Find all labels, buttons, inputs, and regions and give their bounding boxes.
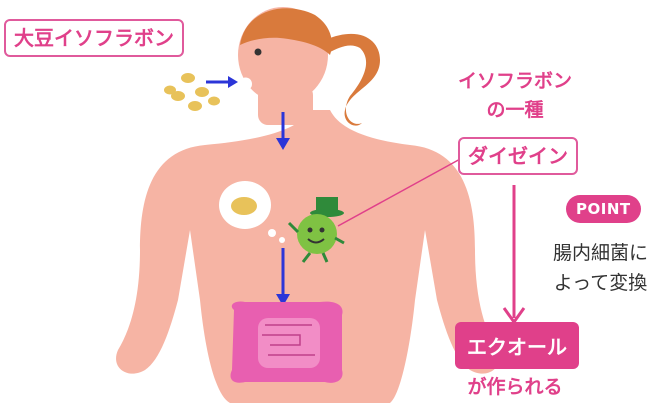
daidzein-label: ダイゼイン <box>458 137 578 175</box>
mouth-shape <box>240 77 252 91</box>
equol-label: エクオール <box>455 322 579 369</box>
bacteria-character <box>287 197 345 263</box>
soy-isoflavone-label: 大豆イソフラボン <box>4 19 184 57</box>
point-badge: POINT <box>566 195 641 223</box>
isoflavone-type-line1: イソフラボン <box>457 70 572 92</box>
hair-shape <box>240 8 332 55</box>
soybean-group <box>164 73 220 111</box>
intestines <box>230 301 343 383</box>
bacteria-conversion-line2: よって変換 <box>553 272 648 294</box>
eye-shape <box>254 48 262 56</box>
bacteria-conversion-line1: 腸内細菌に <box>552 242 648 264</box>
equol-produced-text: が作られる <box>467 376 563 398</box>
ponytail-shape <box>325 33 380 126</box>
isoflavone-type-line2: の一種 <box>486 99 544 121</box>
